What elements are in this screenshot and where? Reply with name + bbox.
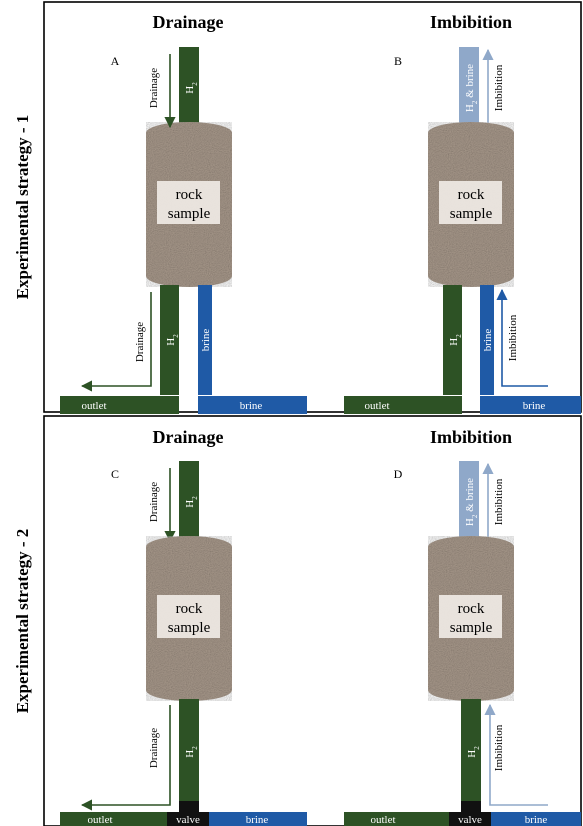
panel-d-letter: D [394, 467, 403, 481]
panel-b-brine-label: brine [523, 400, 546, 412]
panel-b-bottom-brine-pipe [480, 285, 494, 395]
panel-b-bottom-arrow [496, 288, 548, 387]
panel-d-title: Imbibition [430, 427, 512, 447]
panel-c-letter: C [111, 467, 119, 481]
panel-c-valve-stem [179, 801, 199, 812]
panel-c-rock-line1: rock [176, 601, 203, 617]
panel-c-brine-pipe [209, 812, 307, 826]
panel-a-rock-line1: rock [176, 187, 203, 203]
panel-a-letter: A [111, 54, 120, 68]
panel-d-rock-label-box [439, 595, 502, 638]
panel-c-bottom-gas-pipe [179, 699, 199, 801]
panel-c: Drainage C H2 Drainage rock sample H2 ou… [60, 427, 307, 826]
panel-d-valve-stem [461, 801, 481, 812]
panel-b-bottom-gas-label: H2 [448, 334, 463, 346]
panel-c-rock-line2: sample [168, 620, 211, 636]
panel-b-top-flow-label: Imbibition [493, 64, 505, 111]
strategy-1-label: Experimental strategy - 1 [13, 115, 32, 300]
panel-c-outlet-label: outlet [87, 814, 112, 826]
panel-b-top-pipe-label: H2 & brine [464, 64, 479, 112]
panel-a-bottom-gas-label: H2 [165, 334, 180, 346]
panel-b: Imbibition B H2 & brine Imbibition rock … [344, 12, 581, 414]
panel-b-title: Imbibition [430, 12, 512, 32]
panel-c-rock-label-box [157, 595, 220, 638]
panel-d: Imbibition D H2 & brine Imbibition rock … [344, 427, 581, 826]
panel-a-outlet-label: outlet [81, 400, 106, 412]
panel-c-outlet-pipe [60, 812, 167, 826]
panel-d-brine-pipe [491, 812, 581, 826]
panel-b-rock-line1: rock [458, 187, 485, 203]
panel-b-outlet-pipe [344, 396, 462, 414]
panel-d-bottom-arrow [484, 703, 548, 806]
panel-b-letter: B [394, 54, 402, 68]
panel-d-valve [449, 812, 491, 826]
panel-d-bottom-flow-label: Imbibition [493, 724, 505, 771]
panel-b-bottom-brine-label: brine [482, 329, 494, 352]
panel-d-outlet-pipe [344, 812, 449, 826]
panel-d-rock-line1: rock [458, 601, 485, 617]
panel-d-bottom-gas-pipe [461, 699, 481, 801]
panel-b-bottom-gas-pipe [443, 285, 462, 395]
panel-c-bottom-gas-label: H2 [184, 746, 199, 758]
panel-b-rock-label-box [439, 181, 502, 224]
panel-a-top-pipe-label: H2 [184, 82, 199, 94]
panel-c-valve-label: valve [176, 814, 200, 826]
panel-a-top-pipe [179, 47, 199, 127]
panel-a-top-flow-label: Drainage [148, 68, 160, 108]
panel-a-outlet-pipe [60, 396, 179, 414]
panel-a-rock-label-box [157, 181, 220, 224]
panel-a-bottom-arrow [80, 292, 152, 392]
panel-a-brine-label: brine [240, 400, 263, 412]
panel-a-rock-line2: sample [168, 206, 211, 222]
panel-c-bottom-arrow [80, 705, 171, 811]
panel-a-bottom-flow-label: Drainage [134, 322, 146, 362]
panel-c-top-flow-label: Drainage [148, 482, 160, 522]
panel-d-bottom-gas-label: H2 [466, 746, 481, 758]
panel-d-top-pipe [459, 461, 479, 541]
panel-d-top-pipe-label: H2 & brine [464, 478, 479, 526]
panel-c-brine-label: brine [246, 814, 269, 826]
panel-c-title: Drainage [153, 427, 224, 447]
panel-d-brine-label: brine [525, 814, 548, 826]
panel-d-rock-line2: sample [450, 620, 493, 636]
panel-d-top-flow-label: Imbibition [493, 478, 505, 525]
panel-a-bottom-brine-pipe [198, 285, 212, 395]
panel-b-top-pipe [459, 47, 479, 127]
panel-a-bottom-brine-label: brine [200, 329, 212, 352]
panel-b-outlet-label: outlet [364, 400, 389, 412]
strategy-2-frame [43, 415, 582, 826]
panel-c-top-pipe-label: H2 [184, 496, 199, 508]
panel-a-title: Drainage [153, 12, 224, 32]
panel-a: Drainage A H2 rock sample Drainage H2 ou… [60, 12, 307, 414]
panel-b-bottom-flow-label: Imbibition [507, 314, 519, 361]
strategy-1-frame [43, 1, 582, 413]
panel-b-brine-pipe [480, 396, 581, 414]
strategy-2-label: Experimental strategy - 2 [13, 529, 32, 714]
panel-b-rock-line2: sample [450, 206, 493, 222]
panel-c-top-pipe [179, 461, 199, 541]
panel-c-bottom-flow-label: Drainage [148, 728, 160, 768]
panel-c-valve [167, 812, 209, 826]
panel-d-valve-label: valve [458, 814, 482, 826]
panel-a-bottom-gas-pipe [160, 285, 179, 395]
panel-d-outlet-label: outlet [370, 814, 395, 826]
panel-a-brine-pipe [198, 396, 307, 414]
